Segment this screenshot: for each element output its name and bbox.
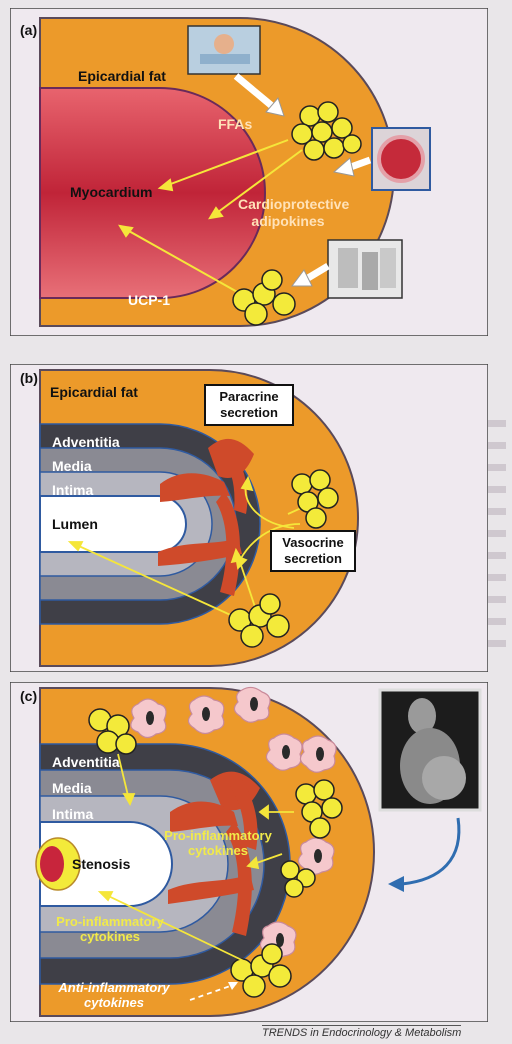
lumen-label: Lumen bbox=[52, 516, 98, 532]
panel-b-label: (b) bbox=[20, 370, 38, 386]
vasocrine-secretion-box: Vasocrine secretion bbox=[270, 530, 356, 572]
panel-c: (c) Adventitia Media Intima Stenosis Pro… bbox=[10, 682, 488, 1022]
paracrine-secretion-box: Paracrine secretion bbox=[204, 384, 294, 426]
intima-label: Intima bbox=[52, 482, 93, 498]
myocardium-label: Myocardium bbox=[70, 184, 152, 200]
intima-label: Intima bbox=[52, 806, 93, 822]
ucp1-label: UCP-1 bbox=[128, 292, 170, 308]
panel-c-label: (c) bbox=[20, 688, 37, 704]
media-label: Media bbox=[52, 780, 92, 796]
anti-inflammatory-cytokines-label: Anti-inflammatory cytokines bbox=[54, 980, 174, 1010]
panel-a-label: (a) bbox=[20, 22, 37, 38]
figure-caption: TRENDS in Endocrinology & Metabolism bbox=[262, 1027, 461, 1039]
pro-inflammatory-cytokines-label-1: Pro-inflammatory cytokines bbox=[158, 828, 278, 858]
stenosis-label: Stenosis bbox=[72, 856, 130, 872]
panel-a-diagram bbox=[10, 8, 488, 336]
panel-a: (a) Epicardial fat FFAs Myocardium Cardi… bbox=[10, 8, 488, 336]
adventitia-label: Adventitia bbox=[52, 754, 120, 770]
panel-b: (b) Epicardial fat Paracrine secretion V… bbox=[10, 364, 488, 672]
epicardial-fat-label: Epicardial fat bbox=[78, 68, 166, 84]
epicardial-fat-label: Epicardial fat bbox=[50, 384, 138, 400]
pro-inflammatory-cytokines-label-2: Pro-inflammatory cytokines bbox=[50, 914, 170, 944]
cardioprotective-adipokines-label: Cardioprotective adipokines bbox=[238, 196, 338, 230]
adventitia-label: Adventitia bbox=[52, 434, 120, 450]
media-label: Media bbox=[52, 458, 92, 474]
ffas-label: FFAs bbox=[218, 116, 252, 132]
